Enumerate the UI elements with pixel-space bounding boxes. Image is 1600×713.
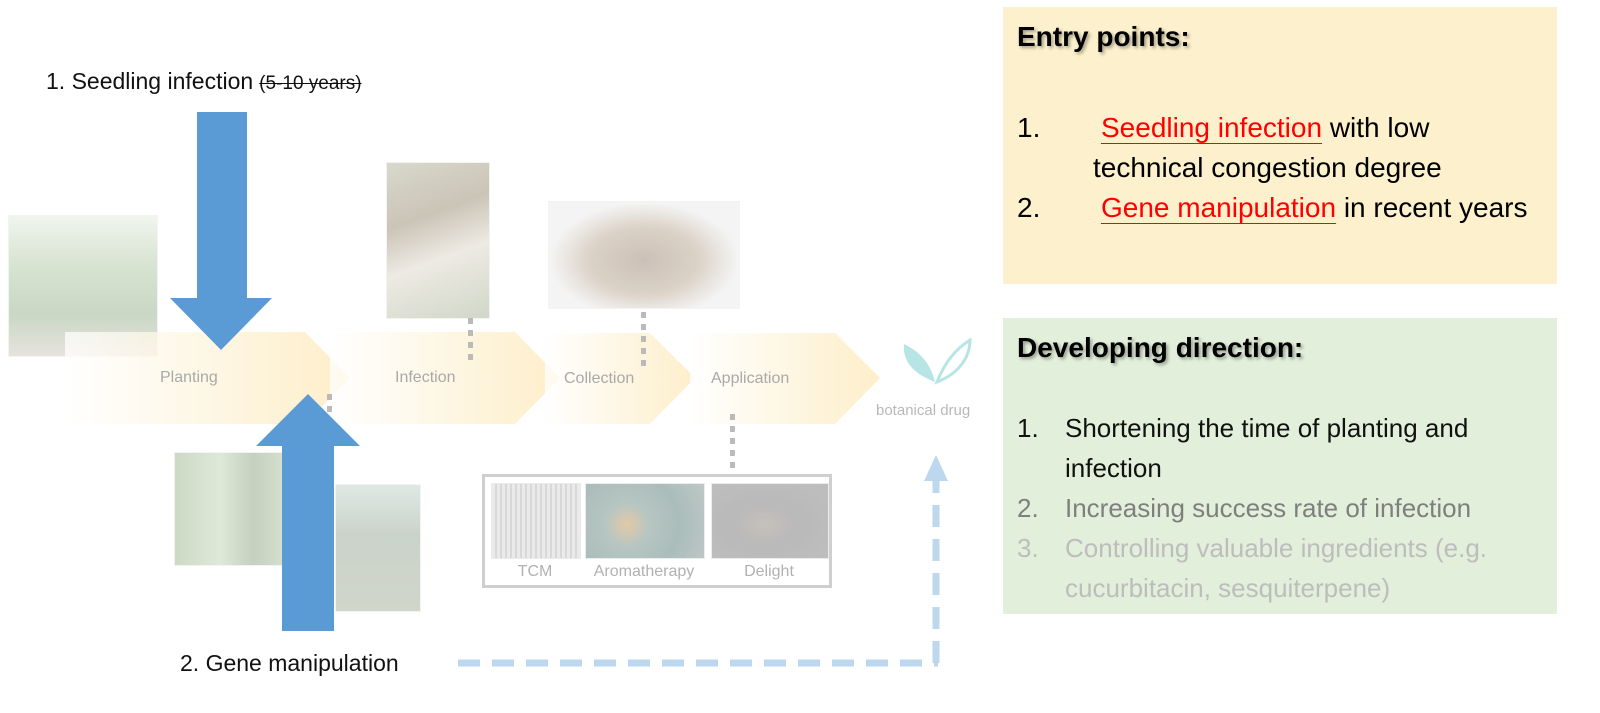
developing-direction-list: 1. Shortening the time of planting and i… <box>1017 408 1552 608</box>
item-text: Increasing success rate of infection <box>1065 493 1472 523</box>
down-arrow <box>170 112 272 350</box>
up-arrow <box>256 394 360 631</box>
arrows-layer <box>170 112 948 667</box>
aromatherapy-photo <box>585 483 705 559</box>
seedling-infection-label: 1. Seedling infection(5-10 years) <box>46 68 362 95</box>
item-number: 1. <box>1017 413 1039 443</box>
item-text: Shortening the time of planting and infe… <box>1065 413 1469 483</box>
stage-collection: Collection <box>564 370 635 387</box>
infection-photo <box>386 162 490 319</box>
highlight-seedling-infection: Seedling infection <box>1101 112 1323 144</box>
struck-duration-note: (5-10 years) <box>259 73 362 94</box>
chevron-planting <box>65 332 350 424</box>
developing-direction-title: Developing direction: <box>1017 332 1304 363</box>
botanical-drug-label: botanical drug <box>876 402 971 419</box>
item-number: 3. <box>1017 533 1039 563</box>
dashed-arrowhead <box>924 455 948 481</box>
stage-planting: Planting <box>160 369 218 386</box>
chevron-collection <box>545 333 695 424</box>
highlight-gene-manipulation: Gene manipulation <box>1101 192 1337 224</box>
application-box: TCM Aromatherapy Delight <box>482 474 832 588</box>
direction-item: 3. Controlling valuable ingredients (e.g… <box>1017 528 1552 608</box>
seedling-infection-text: 1. Seedling infection <box>46 68 254 94</box>
entry-points-title: Entry points: <box>1017 21 1190 52</box>
connector-application <box>730 414 735 472</box>
entry-point-item: 1. Seedling infection with low technical… <box>1017 108 1547 188</box>
entry-points-panel: Entry points: 1. Seedling infection with… <box>1003 7 1557 284</box>
direction-item: 2. Increasing success rate of infection <box>1017 488 1552 528</box>
gene-manipulation-label: 2. Gene manipulation <box>180 650 399 676</box>
item-number: 1. <box>1017 112 1041 143</box>
chevron-infection <box>330 332 560 424</box>
item-text: with low technical congestion degree <box>1093 112 1442 183</box>
caption-delight: Delight <box>744 563 794 580</box>
gene-photo-left <box>174 452 288 566</box>
connector-gene <box>327 394 332 414</box>
item-number: 2. <box>1017 192 1041 223</box>
delight-photo <box>711 483 829 559</box>
gene-photo-right <box>335 484 421 612</box>
connector-infection <box>468 318 473 364</box>
caption-tcm: TCM <box>517 563 553 580</box>
caption-aromatherapy: Aromatherapy <box>593 563 695 580</box>
leaf-icon <box>903 337 972 385</box>
item-text: in recent years <box>1343 192 1528 223</box>
collection-photo <box>548 201 740 309</box>
developing-direction-panel: Developing direction: 1. Shortening the … <box>1003 318 1557 614</box>
entry-point-item: 2. Gene manipulation in recent years <box>1017 188 1547 228</box>
chevron-application <box>690 333 880 424</box>
tcm-photo <box>491 483 581 559</box>
connector-collection <box>641 312 646 368</box>
stage-application: Application <box>711 370 790 387</box>
stage-infection: Infection <box>395 369 456 386</box>
item-number: 2. <box>1017 493 1039 523</box>
process-flow <box>65 332 880 424</box>
item-text: Controlling valuable ingredients (e.g. c… <box>1065 533 1488 603</box>
direction-item: 1. Shortening the time of planting and i… <box>1017 408 1552 488</box>
entry-points-list: 1. Seedling infection with low technical… <box>1017 108 1547 228</box>
